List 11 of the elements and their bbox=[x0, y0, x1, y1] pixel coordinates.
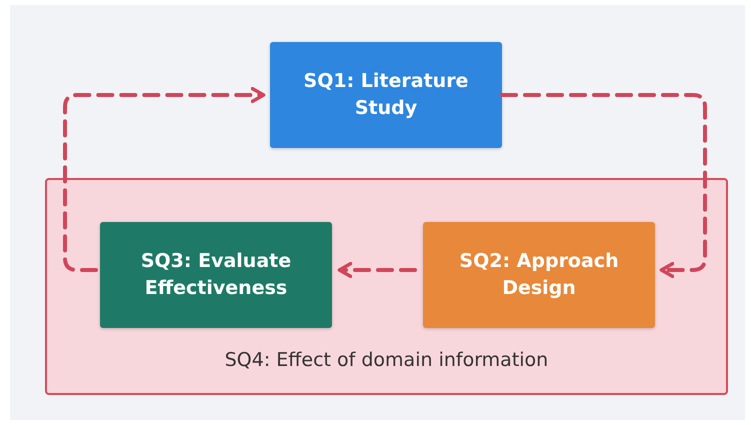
dashed-arrow bbox=[63, 86, 266, 272]
box-label: SQ3: Evaluate Effectiveness bbox=[140, 249, 292, 301]
dashed-arrow bbox=[500, 93, 707, 278]
process-box bbox=[270, 42, 502, 148]
process-box bbox=[423, 222, 655, 328]
group-box bbox=[45, 178, 728, 395]
box-label: SQ1: Literature Study bbox=[302, 69, 470, 121]
box-label: SQ2: Approach Design bbox=[458, 249, 620, 301]
group-label: SQ4: Effect of domain information bbox=[224, 349, 550, 371]
process-box bbox=[100, 222, 332, 328]
dashed-arrow bbox=[338, 262, 417, 278]
